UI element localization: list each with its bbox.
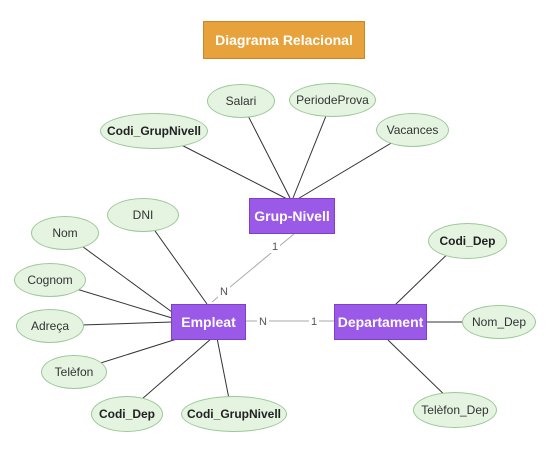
link-gn-periodeprova xyxy=(292,100,333,199)
attribute-periodeprova[interactable]: PeriodeProva xyxy=(289,83,376,117)
attribute-nom[interactable]: Nom xyxy=(31,216,99,250)
entity-departament[interactable]: Departament xyxy=(334,304,427,340)
cardinality-empleat-departament-n: N xyxy=(257,316,269,328)
attribute-empleat-codi-grupnivell[interactable]: Codi_GrupNivell xyxy=(181,396,287,432)
cardinality-empleat-grupnivell-1: 1 xyxy=(270,241,281,253)
attribute-adreca[interactable]: Adreça xyxy=(16,309,84,343)
attribute-empleat-codi-dep[interactable]: Codi_Dep xyxy=(91,396,163,432)
attribute-cognom[interactable]: Cognom xyxy=(14,263,86,297)
attribute-salari[interactable]: Salari xyxy=(207,84,275,118)
attribute-codi-grupnivell[interactable]: Codi_GrupNivell xyxy=(100,113,208,149)
attribute-dni[interactable]: DNI xyxy=(107,198,179,232)
diagram-title: Diagrama Relacional xyxy=(203,21,365,59)
attribute-telefon[interactable]: Telèfon xyxy=(41,355,107,389)
attribute-nom-dep[interactable]: Nom_Dep xyxy=(462,305,536,339)
attribute-vacances[interactable]: Vacances xyxy=(376,113,449,147)
entity-empleat[interactable]: Empleat xyxy=(171,304,246,340)
entity-grup-nivell[interactable]: Grup-Nivell xyxy=(249,198,335,234)
attribute-departament-codi-dep[interactable]: Codi_Dep xyxy=(428,223,507,259)
cardinality-empleat-grupnivell-n: N xyxy=(218,286,230,298)
attribute-telefon-dep[interactable]: Telèfon_Dep xyxy=(413,392,497,428)
link-gn-salari xyxy=(240,101,291,199)
cardinality-empleat-departament-1: 1 xyxy=(309,316,320,328)
